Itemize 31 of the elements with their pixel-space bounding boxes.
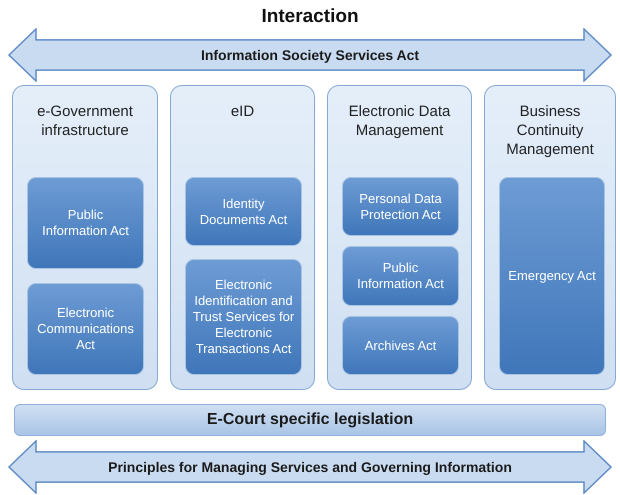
category-column (484, 85, 616, 390)
act-name: Identity Documents Act (198, 196, 288, 228)
act-box (185, 177, 302, 246)
category-column (12, 85, 158, 390)
act-box (499, 177, 605, 375)
act-name: Electronic Communications Act (36, 305, 135, 353)
column-heading: Business Continuity Management (505, 102, 595, 159)
act-box (185, 259, 302, 375)
column-heading: eID (230, 102, 256, 121)
category-column (170, 85, 315, 390)
act-box (342, 316, 459, 375)
act-box (342, 246, 459, 306)
act-name: Emergency Act (507, 268, 597, 284)
act-name: Personal Data Protection Act (358, 190, 443, 222)
bar-text: E-Court specific legislation (206, 411, 414, 429)
act-name: Public Information Act (41, 207, 130, 239)
legislation-bar (14, 404, 606, 436)
banner-text: Information Society Services Act (200, 47, 420, 63)
double-arrow-banner (8, 28, 612, 82)
column-heading: e-Government infrastructure (36, 102, 134, 140)
act-name: Electronic Identification and Trust Services for Electronic Transactions Act (192, 277, 296, 357)
category-column (327, 85, 472, 390)
double-arrow-banner (8, 440, 612, 494)
act-box (27, 283, 144, 375)
act-name: Public Information Act (356, 260, 445, 292)
diagram-title: Interaction (260, 6, 360, 28)
banner-text: Principles for Managing Services and Governing Information (108, 459, 512, 475)
act-box (342, 177, 459, 236)
column-heading: Electronic Data Management (348, 102, 452, 140)
act-name: Archives Act (364, 338, 438, 354)
act-box (27, 177, 144, 269)
